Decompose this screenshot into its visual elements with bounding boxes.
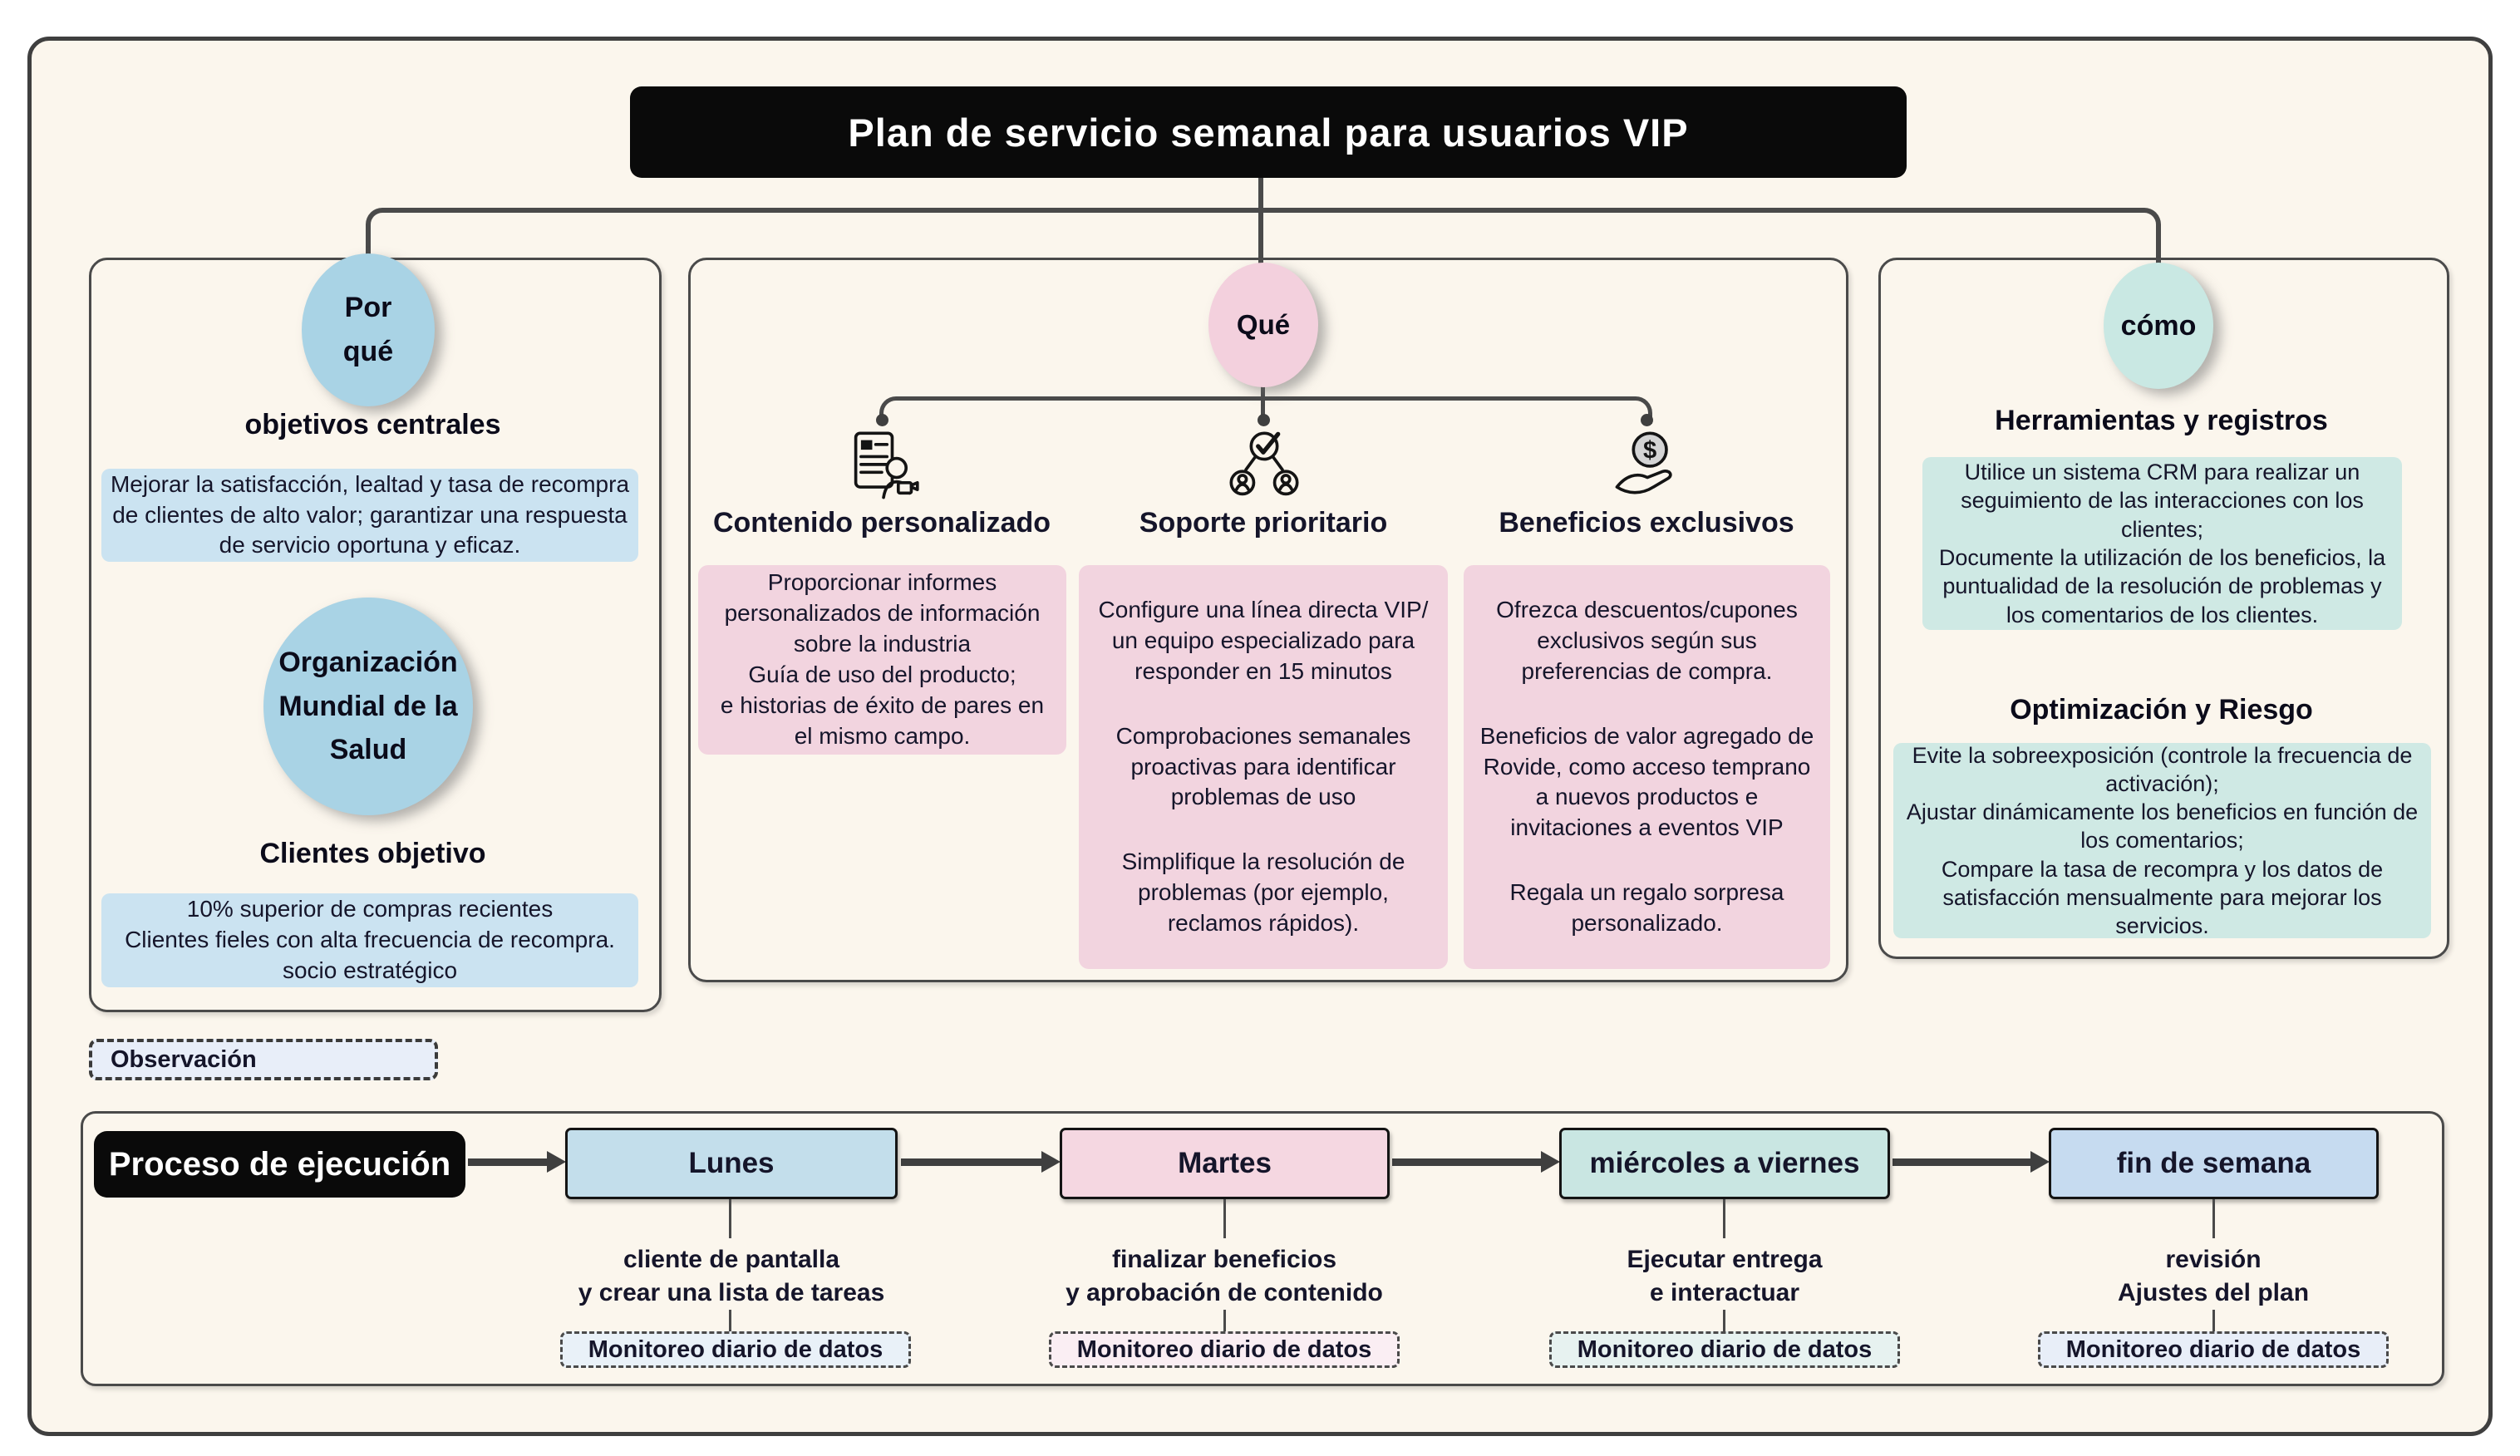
- step-note-lunes: cliente de pantalla y crear una lista de…: [578, 1246, 885, 1306]
- why-org-circle: Organización Mundial de la Salud: [263, 598, 473, 815]
- why-objectives-box: Mejorar la satisfacción, lealtad y tasa …: [101, 469, 638, 562]
- branch-dot-2: [1258, 414, 1270, 426]
- monitor-box-lunes: Monitoreo diario de datos: [560, 1331, 911, 1368]
- observation-box: Observación: [89, 1039, 438, 1080]
- step-note-finde: revisión Ajustes del plan: [2117, 1246, 2310, 1306]
- arrow-line-4: [1892, 1158, 2030, 1166]
- what-circle: Qué: [1208, 263, 1318, 387]
- connector-branch-middle-drop: [1261, 396, 1265, 420]
- arrow-line-2: [901, 1158, 1041, 1166]
- arrow-head-3: [1541, 1151, 1560, 1173]
- team-check-icon: [1229, 431, 1299, 496]
- step-note-martes: finalizar beneficios y aprobación de con…: [1066, 1246, 1383, 1306]
- monitor-box-martes: Monitoreo diario de datos: [1049, 1331, 1400, 1368]
- monitor-box-finde: Monitoreo diario de datos: [2038, 1331, 2389, 1368]
- connector-what-stub: [1261, 381, 1265, 401]
- connector-top-elbow: [366, 208, 2161, 266]
- step-connector: [1223, 1310, 1226, 1331]
- money-hand-icon: $: [1615, 431, 1672, 494]
- connector-branch-elbow: [879, 396, 1652, 424]
- why-heading-clients: Clientes objetivo: [259, 838, 486, 869]
- how-optimization-box: Evite la sobreexposición (controle la fr…: [1893, 743, 2431, 938]
- branch-box-contenido: Proporcionar informes personalizados de …: [698, 565, 1066, 755]
- branch-dot-3: [1641, 414, 1653, 426]
- branch-paragraph: Beneficios de valor agregado de Rovide, …: [1479, 722, 1814, 841]
- step-connector: [729, 1199, 731, 1238]
- branch-paragraph: Comprobaciones semanales proactivas para…: [1115, 722, 1411, 810]
- branch-paragraph: Proporcionar informes personalizados de …: [720, 569, 1045, 749]
- arrow-line-1: [468, 1158, 547, 1166]
- arrow-line-3: [1392, 1158, 1541, 1166]
- step-connector: [729, 1310, 731, 1331]
- step-box-lunes: Lunes: [565, 1128, 898, 1199]
- branch-dot-1: [876, 414, 888, 426]
- arrow-head-2: [1041, 1151, 1061, 1173]
- how-tools-box: Utilice un sistema CRM para realizar un …: [1922, 457, 2402, 630]
- how-heading-optimization: Optimización y Riesgo: [2010, 694, 2313, 726]
- step-box-finde: fin de semana: [2049, 1128, 2379, 1199]
- why-heading-objectives: objetivos centrales: [244, 409, 501, 440]
- branch-label-soporte: Soporte prioritario: [1139, 507, 1388, 539]
- branch-paragraph: Ofrezca descuentos/cupones exclusivos se…: [1496, 597, 1798, 684]
- branch-box-soporte: Configure una línea directa VIP/ un equi…: [1079, 565, 1448, 969]
- diagram-title: Plan de servicio semanal para usuarios V…: [630, 86, 1907, 178]
- connector-title-drop: [1258, 178, 1263, 271]
- branch-paragraph: Regala un regalo sorpresa personalizado.: [1509, 879, 1784, 937]
- step-box-miercoles: miércoles a viernes: [1559, 1128, 1890, 1199]
- step-connector: [2212, 1310, 2215, 1331]
- branch-label-beneficios: Beneficios exclusivos: [1499, 507, 1794, 539]
- step-connector: [1223, 1199, 1226, 1238]
- branch-paragraph: Configure una línea directa VIP/ un equi…: [1098, 597, 1429, 684]
- how-circle: cómo: [2104, 263, 2213, 389]
- step-box-martes: Martes: [1060, 1128, 1390, 1199]
- monitor-box-miercoles: Monitoreo diario de datos: [1549, 1331, 1900, 1368]
- why-clients-box: 10% superior de compras recientes Client…: [101, 893, 638, 987]
- step-note-miercoles: Ejecutar entrega e interactuar: [1627, 1246, 1823, 1306]
- arrow-head-4: [2030, 1151, 2050, 1173]
- why-circle: Por qué: [302, 253, 435, 406]
- svg-text:$: $: [1643, 438, 1656, 465]
- step-connector: [1723, 1199, 1725, 1238]
- arrow-head-1: [547, 1151, 566, 1173]
- document-person-icon: [854, 431, 919, 499]
- branch-label-contenido: Contenido personalizado: [712, 507, 1051, 539]
- step-connector: [2212, 1199, 2215, 1238]
- branch-box-beneficios: Ofrezca descuentos/cupones exclusivos se…: [1464, 565, 1830, 969]
- step-connector: [1723, 1310, 1725, 1331]
- how-heading-tools: Herramientas y registros: [1995, 405, 2328, 436]
- branch-paragraph: Simplifique la resolución de problemas (…: [1121, 849, 1405, 937]
- process-title: Proceso de ejecución: [94, 1131, 465, 1198]
